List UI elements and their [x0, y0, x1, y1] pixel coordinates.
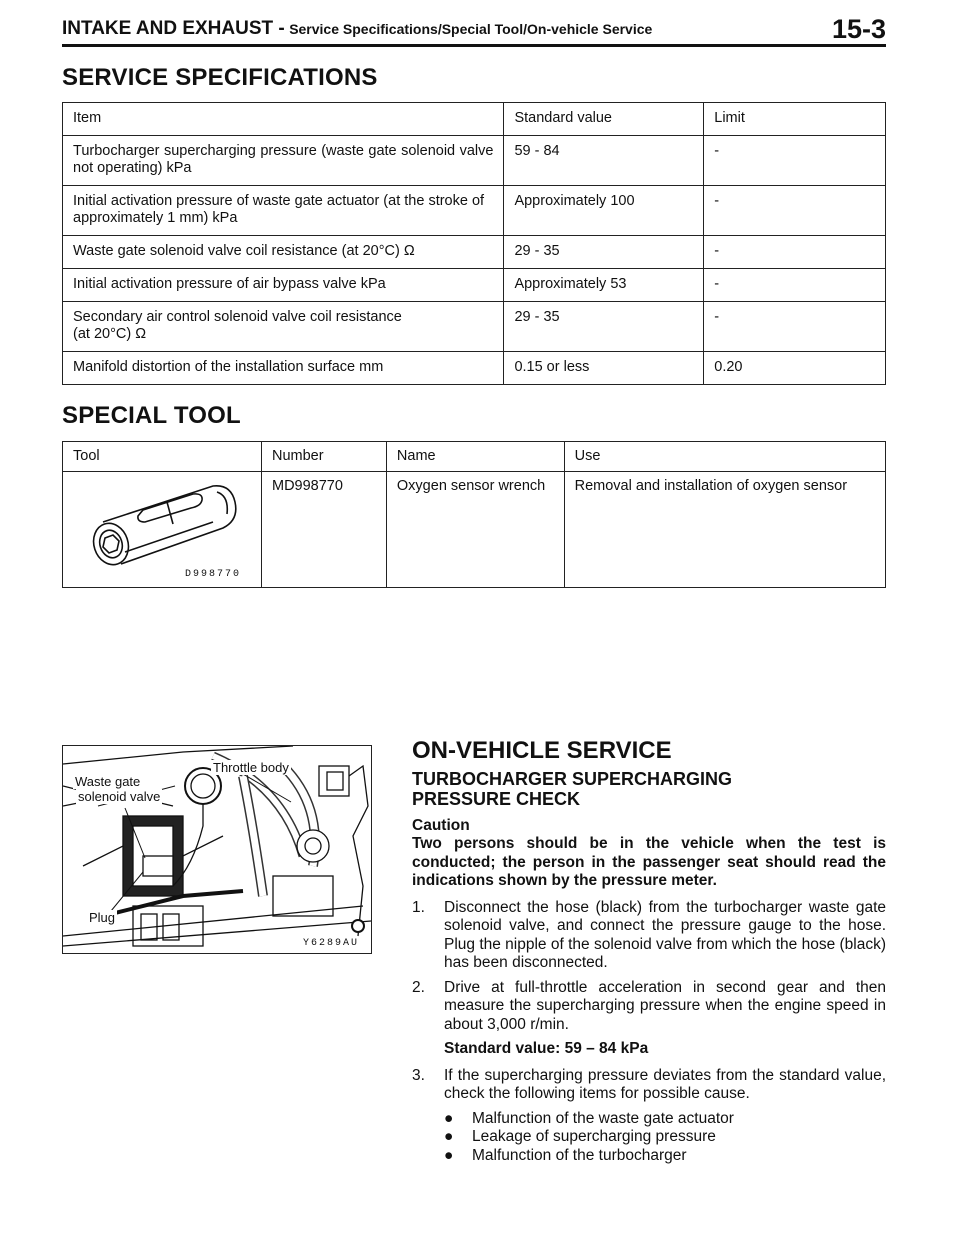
header-rule — [62, 44, 886, 47]
bullet-icon: ● — [444, 1146, 454, 1164]
tool-use: Removal and installation of oxygen senso… — [563, 471, 887, 588]
table-row: Initial activation pressure of air bypas… — [61, 268, 886, 302]
waste-gate-label-line1: Waste gate — [73, 774, 143, 789]
procedure-title-line1: TURBOCHARGER SUPERCHARGING — [412, 768, 733, 789]
bullet-icon: ● — [444, 1109, 454, 1127]
table-row: Initial activation pressure of waste gat… — [61, 185, 886, 236]
tool-number: MD998770 — [261, 471, 387, 588]
table-header-row: Tool Number Name Use — [62, 441, 887, 472]
column-header: Tool — [62, 441, 262, 472]
column-header: Number — [261, 441, 387, 472]
waste-gate-label-line2: solenoid valve — [76, 789, 163, 804]
spec-limit: 0.20 — [703, 351, 886, 385]
service-specifications-table: Item Standard value Limit Turbocharger s… — [61, 102, 886, 385]
spec-item: Turbocharger supercharging pressure (was… — [61, 135, 505, 186]
procedure-step: 1. Disconnect the hose (black) from the … — [412, 899, 886, 973]
step-number: 2. — [412, 978, 425, 996]
step-text: If the supercharging pressure deviates f… — [444, 1066, 886, 1103]
step-number: 1. — [412, 898, 425, 916]
spec-standard: Approximately 53 — [503, 268, 705, 302]
spec-limit: - — [703, 268, 886, 302]
tool-image-cell: D998770 — [62, 471, 262, 588]
caution-title: Caution — [412, 816, 470, 834]
spec-standard: 59 - 84 — [503, 135, 705, 186]
spec-standard: Approximately 100 — [503, 185, 705, 236]
engine-bay-figure: Waste gate solenoid valve Throttle body … — [62, 745, 372, 954]
procedure-step: 3. If the supercharging pressure deviate… — [412, 1067, 886, 1104]
table-row: Manifold distortion of the installation … — [61, 351, 886, 385]
throttle-body-label: Throttle body — [211, 760, 291, 775]
procedure-step: 2. Drive at full-throttle acceleration i… — [412, 979, 886, 1035]
spec-item: Secondary air control solenoid valve coi… — [61, 301, 505, 352]
header-subtitle: Service Specifications/Special Tool/On-v… — [289, 21, 653, 37]
spec-standard: 29 - 35 — [503, 301, 705, 352]
spec-limit: - — [703, 235, 886, 269]
table-row: Secondary air control solenoid valve coi… — [61, 301, 886, 352]
procedure-title-line2: PRESSURE CHECK — [412, 788, 581, 809]
step-number: 3. — [412, 1066, 425, 1084]
step-text: Disconnect the hose (black) from the tur… — [444, 898, 886, 972]
caution-text: Two persons should be in the vehicle whe… — [412, 835, 886, 889]
column-header: Item — [61, 102, 505, 136]
table-row: Waste gate solenoid valve coil resistanc… — [61, 235, 886, 269]
service-specifications-title: SERVICE SPECIFICATIONS — [62, 64, 378, 91]
spec-item: Manifold distortion of the installation … — [61, 351, 505, 385]
table-row: Turbocharger supercharging pressure (was… — [61, 135, 886, 186]
special-tool-title: SPECIAL TOOL — [62, 402, 241, 429]
spec-item: Waste gate solenoid valve coil resistanc… — [61, 235, 505, 269]
spec-standard: 29 - 35 — [503, 235, 705, 269]
header-title: INTAKE AND EXHAUST - Service Specificati… — [62, 18, 652, 40]
column-header: Limit — [703, 102, 886, 136]
procedure-title: TURBOCHARGER SUPERCHARGING PRESSURE CHEC… — [412, 769, 886, 809]
spec-standard: 0.15 or less — [503, 351, 705, 385]
bullet-text: Malfunction of the waste gate actuator — [472, 1109, 734, 1127]
oxygen-sensor-wrench-illustration — [92, 485, 237, 566]
on-vehicle-service-section: ON-VEHICLE SERVICE TURBOCHARGER SUPERCHA… — [412, 737, 886, 1166]
page-number: 15-3 — [831, 14, 886, 44]
step-text: Drive at full-throttle acceleration in s… — [444, 978, 886, 1033]
list-item: ● Leakage of supercharging pressure — [444, 1128, 886, 1147]
standard-value: Standard value: 59 – 84 kPa — [444, 1040, 649, 1057]
column-header: Standard value — [503, 102, 705, 136]
bullet-text: Malfunction of the turbocharger — [472, 1146, 687, 1164]
list-item: ● Malfunction of the waste gate actuator — [444, 1110, 886, 1129]
spec-limit: - — [703, 135, 886, 186]
bullet-text: Leakage of supercharging pressure — [472, 1128, 716, 1145]
table-row: D998770 MD998770 Oxygen sensor wrench Re… — [62, 471, 887, 588]
figure-code: Y6289AU — [303, 938, 360, 949]
special-tool-table: Tool Number Name Use D998770 — [62, 441, 887, 588]
column-header: Use — [563, 441, 887, 472]
spec-limit: - — [703, 185, 886, 236]
on-vehicle-service-title: ON-VEHICLE SERVICE — [412, 737, 672, 764]
tool-name: Oxygen sensor wrench — [385, 471, 565, 588]
table-header-row: Item Standard value Limit — [61, 102, 886, 136]
page-header: INTAKE AND EXHAUST - Service Specificati… — [62, 14, 886, 44]
spec-item: Initial activation pressure of air bypas… — [61, 268, 505, 302]
header-section: INTAKE AND EXHAUST - — [62, 18, 285, 39]
bullet-icon: ● — [444, 1128, 454, 1145]
plug-label: Plug — [87, 910, 118, 925]
spec-item: Initial activation pressure of waste gat… — [61, 185, 505, 236]
spec-limit: - — [703, 301, 886, 352]
tool-code: D998770 — [185, 569, 242, 580]
list-item: ● Malfunction of the turbocharger — [444, 1147, 886, 1166]
column-header: Name — [385, 441, 565, 472]
